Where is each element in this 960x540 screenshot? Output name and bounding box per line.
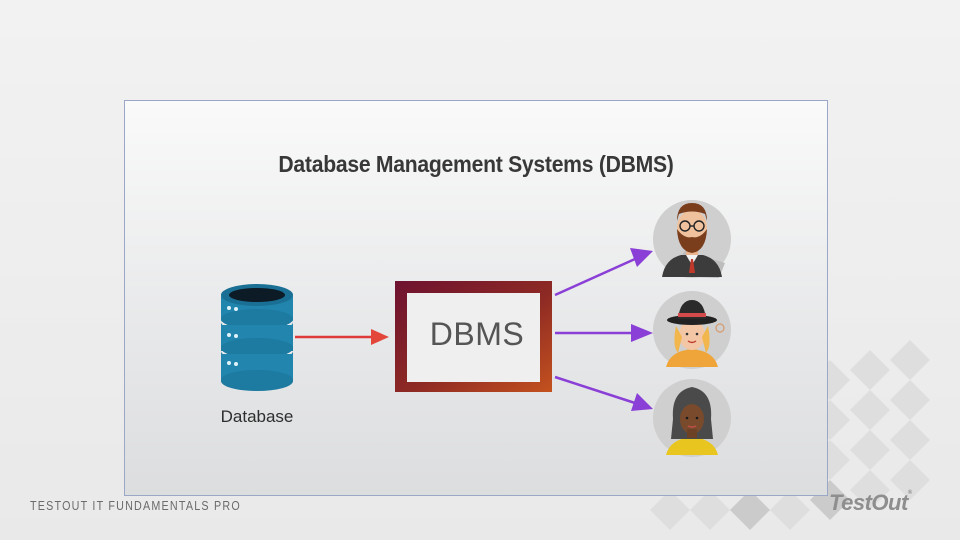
trademark-mark: ® <box>907 490 912 496</box>
arrow-dbms-to-user-3 <box>554 375 653 411</box>
dbms-label: DBMS <box>429 316 525 352</box>
slide-frame: Database Management Systems (DBMS) <box>124 100 828 496</box>
arrow-dbms-to-user-2 <box>555 324 653 342</box>
database-label: Database <box>220 407 294 426</box>
arrow-database-to-dbms <box>295 329 389 345</box>
slide-title: Database Management Systems (DBMS) <box>278 151 674 177</box>
testout-logo-text: TestOut <box>829 490 908 515</box>
bearded-man-avatar-icon <box>653 200 731 278</box>
woman-avatar-icon <box>653 379 731 457</box>
woman-with-hat-avatar-icon <box>653 291 731 369</box>
footer-course-name: TESTOUT IT FUNDAMENTALS PRO <box>30 499 241 513</box>
dbms-box <box>395 281 552 392</box>
database-icon <box>221 284 293 391</box>
arrow-dbms-to-user-1 <box>554 248 653 297</box>
testout-logo: TestOut® <box>829 490 912 516</box>
